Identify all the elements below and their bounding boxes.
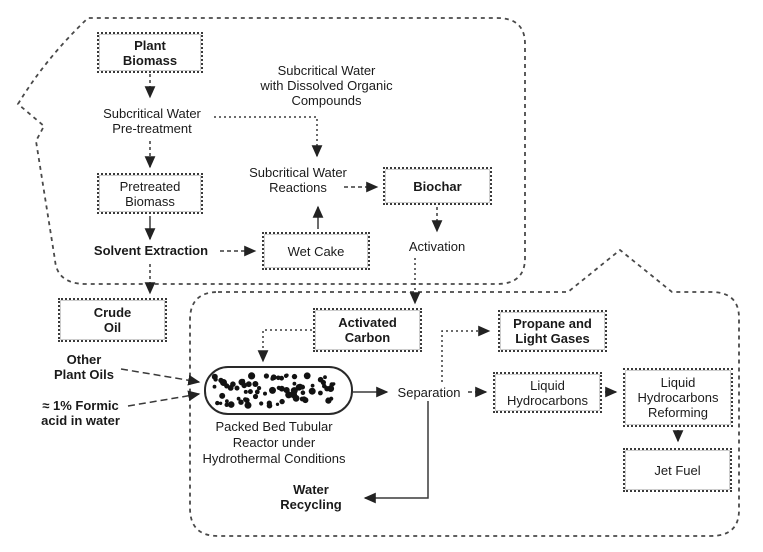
edge-separation-to-propane	[441, 325, 491, 382]
node-label: Jet Fuel	[654, 462, 701, 478]
node-pretreated-biomass: Pretreated Biomass	[97, 173, 203, 214]
label-activation: Activation	[408, 239, 466, 254]
node-label: Propane and Light Gases	[513, 316, 592, 346]
reactor-vessel	[204, 366, 353, 415]
node-biochar: Biochar	[383, 167, 492, 205]
edge-pretreatment-to-subcritical-reactions	[214, 116, 323, 158]
node-crude-oil: Crude Oil	[58, 298, 167, 342]
label-subcritical-water-dissolved-organic: Subcritical Water with Dissolved Organic…	[260, 63, 393, 108]
edge-activated-carbon-to-reactor	[257, 329, 312, 363]
label-subcritical-water-pretreatment: Subcritical Water Pre-treatment	[103, 106, 201, 136]
reactor-packing-dots	[211, 372, 336, 409]
node-liquid-hydrocarbons: Liquid Hydrocarbons	[493, 372, 602, 413]
node-activated-carbon: Activated Carbon	[313, 308, 422, 352]
node-label: Biochar	[413, 178, 462, 194]
label-packed-bed-tubular-reactor: Packed Bed Tubular Reactor under Hydroth…	[202, 419, 346, 466]
node-liquid-hydrocarbons-reforming: Liquid Hydrocarbons Reforming	[623, 368, 733, 427]
label-solvent-extraction: Solvent Extraction	[93, 243, 209, 258]
node-plant-biomass: Plant Biomass	[97, 32, 203, 73]
label-formic-acid-in-water: ≈ 1% Formic acid in water	[41, 398, 120, 428]
node-label: Pretreated Biomass	[119, 178, 181, 209]
label-other-plant-oils: Other Plant Oils	[54, 352, 114, 382]
edge-formic-acid-to-reactor	[127, 390, 201, 407]
edges	[120, 74, 684, 504]
node-wet-cake: Wet Cake	[262, 232, 370, 270]
node-label: Wet Cake	[287, 243, 345, 259]
node-jet-fuel: Jet Fuel	[623, 448, 732, 492]
edge-separation-to-water-recycling	[363, 401, 429, 504]
node-propane-light-gases: Propane and Light Gases	[498, 310, 607, 352]
node-label: Plant Biomass	[122, 37, 178, 68]
node-label: Crude Oil	[93, 305, 132, 335]
node-label: Liquid Hydrocarbons	[507, 377, 588, 408]
node-label: Activated Carbon	[338, 315, 397, 345]
edge-other-plant-oils-to-reactor	[120, 368, 201, 386]
label-subcritical-water-reactions: Subcritical Water Reactions	[249, 165, 347, 195]
node-label: Liquid Hydrocarbons Reforming	[637, 375, 719, 420]
label-separation: Separation	[397, 385, 461, 400]
conversion-section-outline	[189, 248, 740, 537]
label-water-recycling: Water Recycling	[280, 482, 342, 512]
